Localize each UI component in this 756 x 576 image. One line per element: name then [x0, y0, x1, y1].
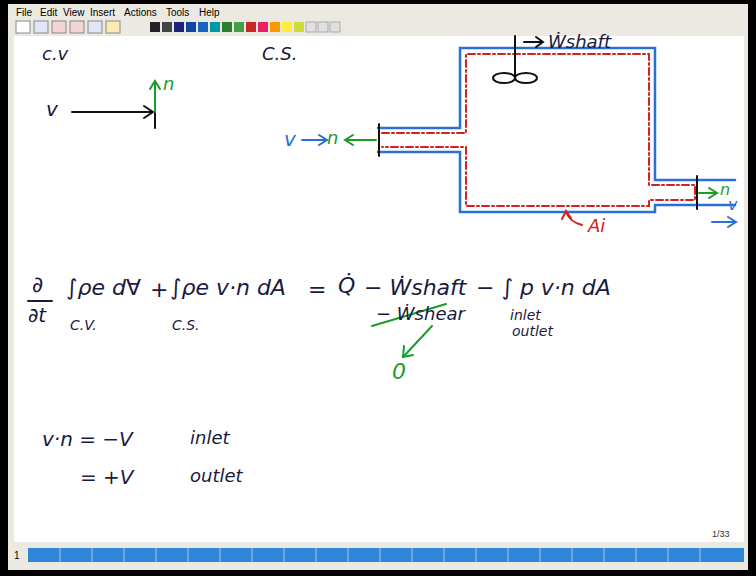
- equation-term: ∂t: [28, 304, 46, 326]
- menu-item: Edit: [40, 7, 57, 18]
- canvas: [14, 36, 744, 542]
- relation-note: v·n = −V: [42, 428, 133, 450]
- normal-label: n: [163, 74, 174, 94]
- shaft-work-label: Ẇshaft: [548, 32, 611, 52]
- subscript-note: inlet: [510, 308, 541, 323]
- equation-term: − Ẇshaft: [364, 276, 466, 300]
- menu-item: Tools: [166, 7, 189, 18]
- equation-term: ∫ρe v·n dA: [170, 276, 286, 300]
- vector-label: v: [46, 98, 58, 120]
- page-number: 1/33: [712, 530, 730, 540]
- equation-term: =: [308, 278, 326, 302]
- relation-note: outlet: [190, 466, 243, 486]
- menu-item: View: [63, 7, 85, 18]
- normal-label: n: [327, 128, 338, 148]
- subscript-note: C.S.: [172, 318, 200, 333]
- crossed-term: − Ẇshear: [376, 304, 465, 324]
- relation-note: inlet: [190, 428, 230, 448]
- equation-term: +: [150, 278, 168, 302]
- control-volume-sketch: [302, 36, 736, 227]
- subscript-note: outlet: [512, 324, 553, 339]
- zero-note: 0: [392, 360, 406, 384]
- equation-term: Q̇: [338, 274, 355, 298]
- heading-note: c.v: [42, 44, 68, 64]
- menu-item: Actions: [124, 7, 157, 18]
- page-bar: [28, 548, 744, 562]
- area-label: Ai: [588, 216, 605, 236]
- app-window: [8, 4, 748, 570]
- heading-note: C.S.: [262, 44, 297, 64]
- equation-term: − ∫ p v·n dA: [476, 276, 611, 300]
- menu-item: File: [16, 7, 32, 18]
- toolbar: [16, 21, 340, 33]
- menu-item: Help: [199, 7, 220, 18]
- subscript-note: C.V.: [70, 318, 97, 333]
- page-index: 1: [14, 550, 20, 561]
- velocity-sketch: [72, 81, 160, 128]
- equation-term: ∂: [32, 273, 43, 297]
- equation-term: ∫ρe d∀: [66, 276, 141, 300]
- velocity-label: v: [284, 128, 296, 150]
- velocity-label: v: [728, 196, 737, 214]
- menu-item: Insert: [90, 7, 115, 18]
- relation-note: = +V: [80, 466, 134, 488]
